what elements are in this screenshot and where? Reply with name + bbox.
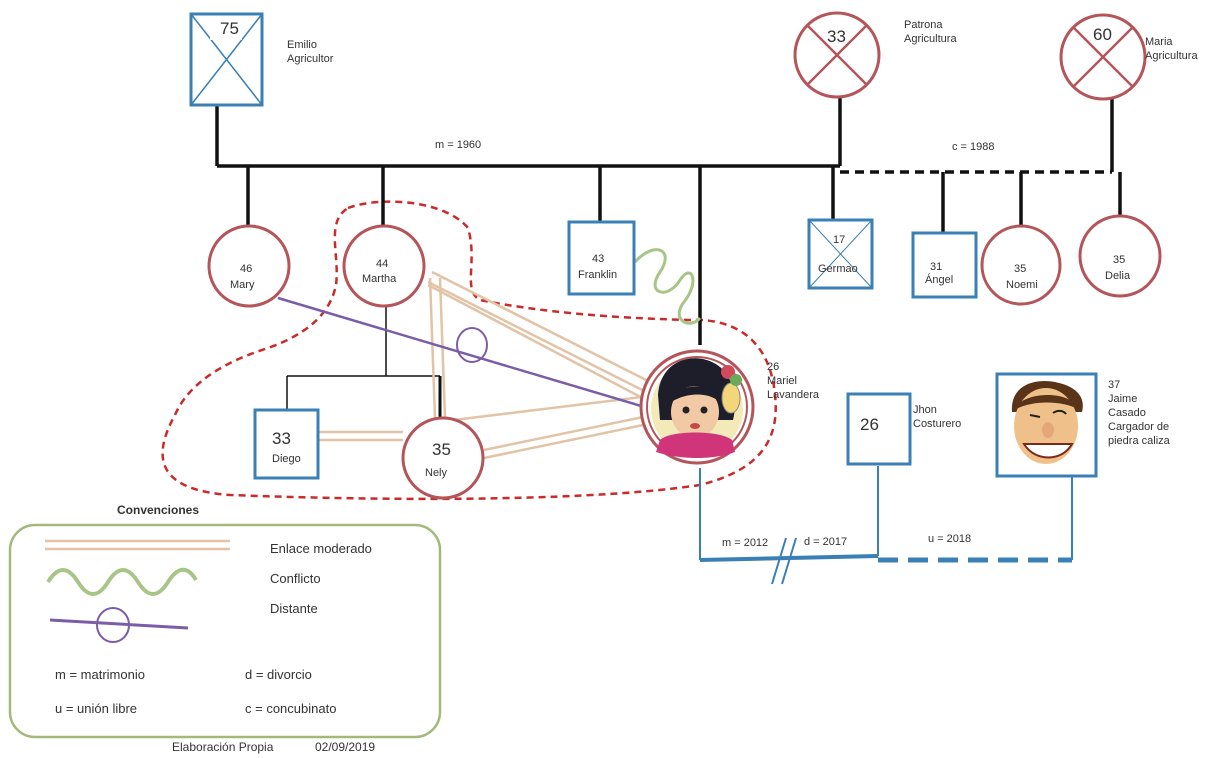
- martha-age: 44: [376, 258, 389, 270]
- footer-date: 02/09/2019: [315, 740, 376, 754]
- person-delia[interactable]: [1078, 214, 1162, 298]
- person-mary[interactable]: [207, 224, 291, 308]
- person-mariel[interactable]: [639, 349, 755, 465]
- noemi-age: 35: [1014, 263, 1027, 275]
- maria-occupation: Agricultura: [1145, 50, 1198, 62]
- martha-name: Martha: [362, 273, 397, 285]
- mariel-portrait-icon: [651, 358, 743, 458]
- person-noemi[interactable]: [980, 224, 1062, 306]
- germao-name: Germao: [818, 263, 858, 275]
- person-emilio[interactable]: [189, 12, 264, 107]
- diego-name: Diego: [272, 453, 301, 465]
- maria-age: 60: [1093, 25, 1112, 44]
- jaime-portrait-icon: [1011, 380, 1083, 464]
- franklin-name: Franklin: [578, 269, 618, 281]
- patrona-name: Patrona: [904, 19, 943, 31]
- angel-age: 31: [930, 261, 943, 273]
- emilio-occupation: Agricultor: [287, 53, 334, 65]
- emilio-age: 75: [220, 19, 239, 38]
- legend-conflict-label: Conflicto: [270, 571, 321, 586]
- mariel-name: Mariel: [767, 375, 797, 387]
- union-c1988: c = 1988: [952, 141, 995, 153]
- legend-box: [8, 523, 442, 739]
- jaime-occupation-1: Cargador de: [1108, 421, 1170, 433]
- jhon-name: Jhon: [913, 404, 937, 416]
- angel-name: Ángel: [925, 274, 954, 286]
- jaime-occupation-2: piedra caliza: [1108, 435, 1170, 447]
- jaime-age: 37: [1108, 379, 1121, 391]
- maria-name: Maria: [1145, 36, 1173, 48]
- distant-link-marker: [456, 327, 488, 363]
- germao-age: 17: [833, 234, 846, 246]
- person-patrona[interactable]: [793, 11, 881, 99]
- franklin-age: 43: [592, 253, 605, 265]
- jaime-surname: Casado: [1108, 407, 1146, 419]
- person-nely[interactable]: [401, 416, 485, 500]
- person-maria[interactable]: [1059, 13, 1147, 101]
- union-m1960: m = 1960: [435, 139, 482, 151]
- mariel-age: 26: [767, 361, 780, 373]
- legend-conflict-swatch: [46, 567, 198, 596]
- person-jaime[interactable]: [995, 372, 1098, 478]
- distant-link: [277, 296, 649, 410]
- person-germao[interactable]: [807, 218, 874, 290]
- legend-m-label: m = matrimonio: [55, 667, 145, 682]
- delia-age: 35: [1113, 254, 1126, 266]
- legend-u-label: u = unión libre: [55, 701, 138, 716]
- legend-distant-marker: [96, 607, 130, 643]
- mary-name: Mary: [230, 279, 255, 291]
- diego-age: 33: [272, 429, 291, 448]
- legend-title: Convenciones: [117, 503, 200, 517]
- household-boundary: [161, 200, 777, 501]
- person-angel[interactable]: [911, 231, 978, 299]
- person-martha[interactable]: [342, 224, 426, 308]
- patrona-occupation: Agricultura: [904, 33, 957, 45]
- mariel-unions: [699, 466, 1073, 585]
- person-diego[interactable]: [253, 408, 320, 480]
- person-franklin[interactable]: [567, 220, 636, 296]
- union-u2018: u = 2018: [928, 533, 972, 545]
- mariel-occupation: Lavandera: [767, 389, 819, 401]
- legend-moderate-swatch: [45, 539, 230, 551]
- nely-name: Nely: [425, 467, 448, 479]
- conflict-link: [633, 248, 702, 325]
- footer-author: Elaboración Propia: [172, 740, 274, 754]
- legend-distant-swatch: [49, 618, 189, 630]
- moderate-links: [318, 270, 663, 460]
- nely-age: 35: [432, 440, 451, 459]
- legend-d-label: d = divorcio: [245, 667, 312, 682]
- jaime-name: Jaime: [1108, 393, 1138, 405]
- jhon-age: 26: [860, 415, 879, 434]
- legend-moderate-label: Enlace moderado: [270, 541, 372, 556]
- jhon-occupation: Costurero: [913, 418, 962, 430]
- union-m2012: m = 2012: [722, 537, 769, 549]
- person-jhon[interactable]: [846, 392, 912, 466]
- legend-distant-label: Distante: [270, 601, 318, 616]
- emilio-name: Emilio: [287, 39, 317, 51]
- delia-name: Delia: [1105, 270, 1131, 282]
- noemi-name: Noemi: [1006, 279, 1038, 291]
- union-d2017: d = 2017: [804, 536, 848, 548]
- patrona-age: 33: [827, 27, 846, 46]
- legend-c-label: c = concubinato: [245, 701, 337, 716]
- mary-age: 46: [240, 263, 253, 275]
